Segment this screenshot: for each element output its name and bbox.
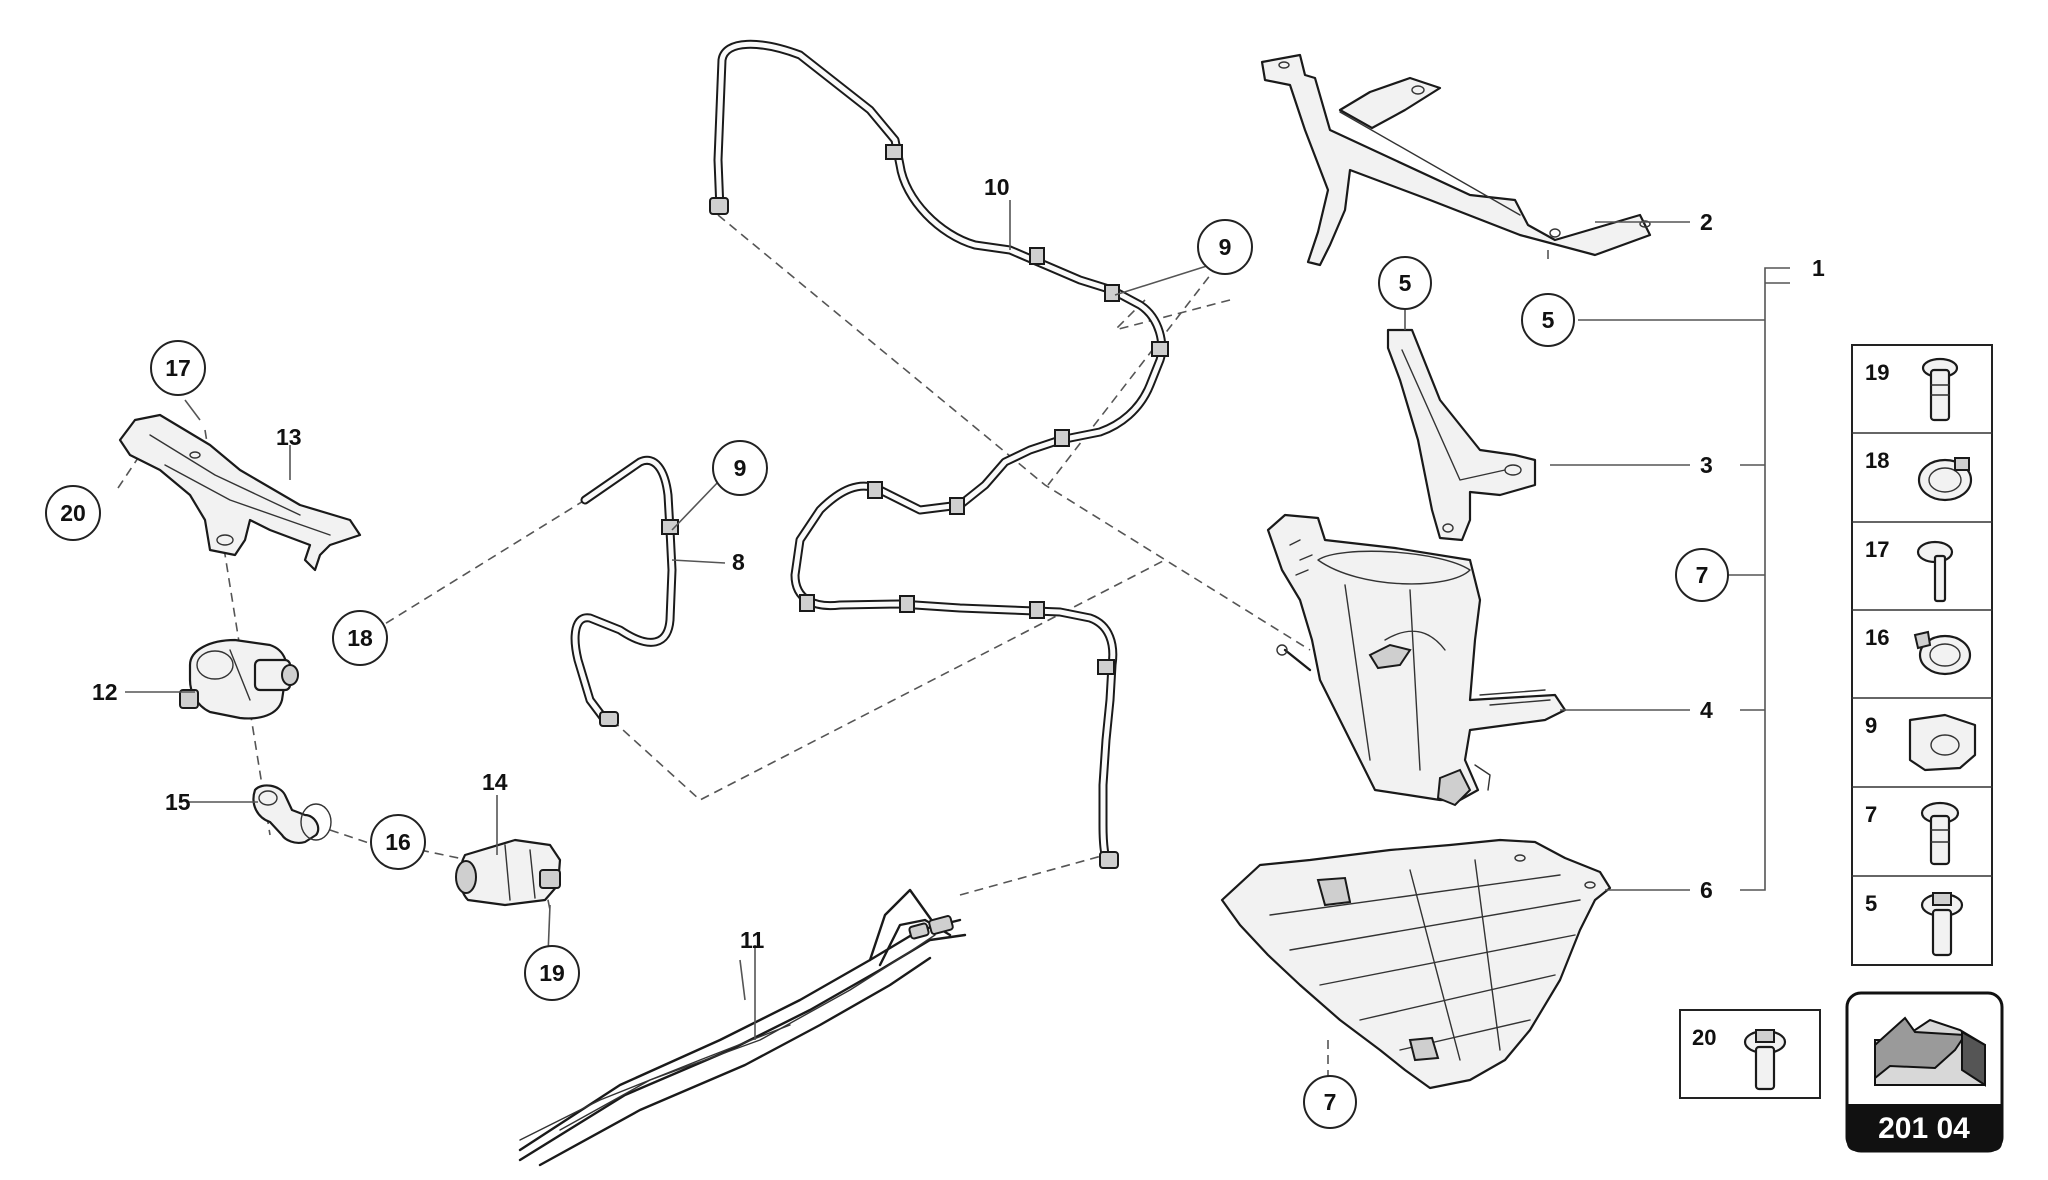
hose-clamp-icon: [1917, 457, 1973, 502]
svg-text:18: 18: [1865, 448, 1889, 473]
label-11: 11: [740, 927, 765, 953]
svg-text:9: 9: [734, 455, 747, 481]
diagram-badge[interactable]: 201 04: [1845, 991, 2004, 1153]
screw-icon: [1920, 801, 1960, 866]
legend-row-5: 5: [1865, 891, 1964, 957]
legend-row-19: 19: [1865, 357, 1959, 422]
label-1: 1: [1812, 255, 1825, 281]
legend-row-20: 20: [1679, 1009, 1821, 1099]
callout-9b: 9: [712, 440, 768, 496]
callout-19: 19: [524, 945, 580, 1001]
upper-bracket: [1260, 53, 1652, 267]
triangular-bracket: [1386, 328, 1537, 542]
push-rivet-icon: [1916, 540, 1954, 603]
label-4: 4: [1700, 697, 1713, 723]
svg-text:7: 7: [1324, 1089, 1337, 1115]
callout-18: 18: [332, 610, 388, 666]
badge-code: 201 04: [1878, 1112, 1970, 1145]
fuel-lines-harness: [518, 888, 967, 1167]
label-14: 14: [482, 769, 508, 795]
svg-text:7: 7: [1696, 562, 1709, 588]
callout-7a: 7: [1675, 548, 1729, 602]
legend-row-16: 16: [1865, 625, 1972, 676]
svg-text:20: 20: [60, 500, 86, 526]
svg-text:17: 17: [1865, 537, 1889, 562]
bolt-icon: [1921, 357, 1959, 422]
svg-text:5: 5: [1542, 307, 1555, 333]
callout-5b: 5: [1521, 293, 1575, 347]
label-13: 13: [276, 424, 302, 450]
svg-text:18: 18: [347, 625, 373, 651]
leader-lines: [125, 200, 1790, 1040]
svg-text:20: 20: [1692, 1025, 1716, 1050]
purge-pump: [179, 638, 299, 720]
callout-7b: 7: [1303, 1075, 1357, 1129]
arrow-navigation-icon: [1874, 1016, 1986, 1087]
svg-text:9: 9: [1219, 234, 1232, 260]
fuel-filter: [455, 838, 562, 907]
label-12: 12: [92, 679, 118, 705]
label-10: 10: [984, 174, 1010, 200]
check-valve: [252, 784, 332, 844]
clip-icon: [1908, 713, 1977, 772]
label-2: 2: [1700, 209, 1713, 235]
callout-20: 20: [45, 485, 101, 541]
heat-shield: [1220, 838, 1612, 1090]
callout-5a: 5: [1378, 256, 1432, 310]
legend-row-17: 17: [1865, 537, 1954, 603]
svg-text:19: 19: [539, 960, 565, 986]
callout-labels: 1 2 3 4 6 8 10 11 12 13 14 15: [92, 174, 1825, 953]
label-3: 3: [1700, 452, 1713, 478]
svg-text:5: 5: [1865, 891, 1877, 916]
svg-text:16: 16: [385, 829, 411, 855]
svg-text:17: 17: [165, 355, 191, 381]
svg-text:19: 19: [1865, 360, 1889, 385]
svg-text:9: 9: [1865, 713, 1877, 738]
legend-row-7: 7: [1865, 801, 1960, 866]
callout-17: 17: [150, 340, 206, 396]
callout-16: 16: [370, 814, 426, 870]
hex-flange-bolt-icon: [1743, 1029, 1787, 1091]
flange-bolt-icon: [1920, 892, 1964, 957]
fuel-vapor-canister: [1266, 513, 1567, 807]
spring-clamp-icon: [1913, 630, 1972, 676]
label-6: 6: [1700, 877, 1713, 903]
label-8: 8: [732, 549, 745, 575]
vent-line-main: [709, 39, 1169, 869]
vent-hose-short: [570, 455, 679, 727]
svg-text:16: 16: [1865, 625, 1889, 650]
callout-9a: 9: [1197, 219, 1253, 275]
svg-text:7: 7: [1865, 802, 1877, 827]
fastener-legend: 19 18 17 16: [1679, 344, 1993, 1099]
svg-text:5: 5: [1399, 270, 1412, 296]
legend-row-18: 18: [1865, 448, 1973, 502]
label-15: 15: [165, 789, 191, 815]
pump-bracket: [118, 413, 362, 572]
legend-row-9: 9: [1865, 713, 1977, 772]
